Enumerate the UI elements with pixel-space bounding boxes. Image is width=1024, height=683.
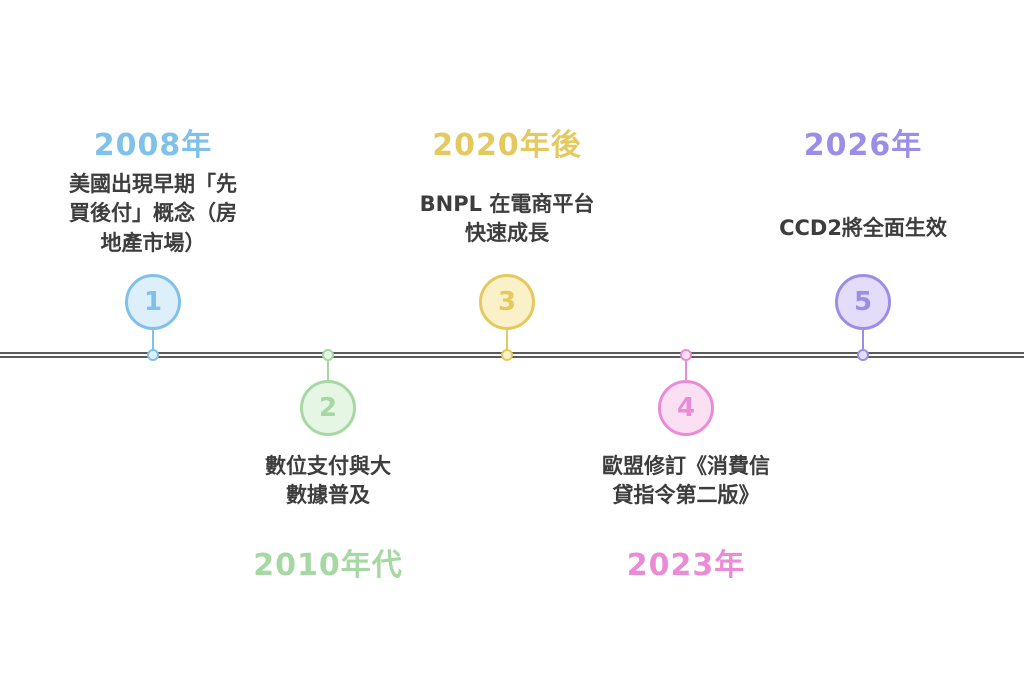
milestone-year: 2010年代 (253, 548, 403, 583)
milestone-year: 2026年 (803, 128, 923, 163)
milestone-axis-dot (501, 349, 513, 361)
milestone-number: 4 (676, 393, 696, 423)
milestone-description: BNPL 在電商平台 快速成長 (419, 192, 595, 246)
milestone-axis-dot (322, 349, 334, 361)
milestone-description: 歐盟修訂《消費信 貸指令第二版》 (602, 454, 770, 508)
milestone-connector (327, 357, 329, 380)
milestone-2020s: 2020年後 BNPL 在電商平台 快速成長 3 (357, 0, 657, 683)
milestone-description: 數位支付與大 數據普及 (265, 454, 391, 508)
milestone-year: 2008年 (93, 128, 213, 163)
milestone-axis-dot (147, 349, 159, 361)
milestone-year: 2020年後 (432, 128, 582, 163)
milestone-number-badge: 3 (479, 274, 535, 330)
milestone-connector (152, 330, 154, 353)
milestone-2008: 2008年 美國出現早期「先 買後付」概念（房 地產市場） 1 (3, 0, 303, 683)
milestone-description: CCD2將全面生效 (779, 216, 947, 240)
milestone-connector (685, 357, 687, 380)
milestone-axis-dot (680, 349, 692, 361)
milestone-connector (506, 330, 508, 353)
milestone-2023: 2023年 歐盟修訂《消費信 貸指令第二版》 4 (536, 0, 836, 683)
milestone-number: 5 (853, 287, 873, 317)
milestone-number: 3 (497, 287, 517, 317)
milestone-2026: 2026年 CCD2將全面生效 5 (713, 0, 1013, 683)
milestone-number-badge: 1 (125, 274, 181, 330)
milestone-year: 2023年 (626, 548, 746, 583)
milestone-number: 2 (318, 393, 338, 423)
milestone-connector (862, 330, 864, 353)
milestone-number-badge: 5 (835, 274, 891, 330)
milestone-number: 1 (143, 287, 163, 317)
milestone-description: 美國出現早期「先 買後付」概念（房 地產市場） (69, 172, 237, 255)
milestone-axis-dot (857, 349, 869, 361)
milestone-number-badge: 2 (300, 380, 356, 436)
milestone-2010s: 2010年代 數位支付與大 數據普及 2 (178, 0, 478, 683)
milestone-number-badge: 4 (658, 380, 714, 436)
